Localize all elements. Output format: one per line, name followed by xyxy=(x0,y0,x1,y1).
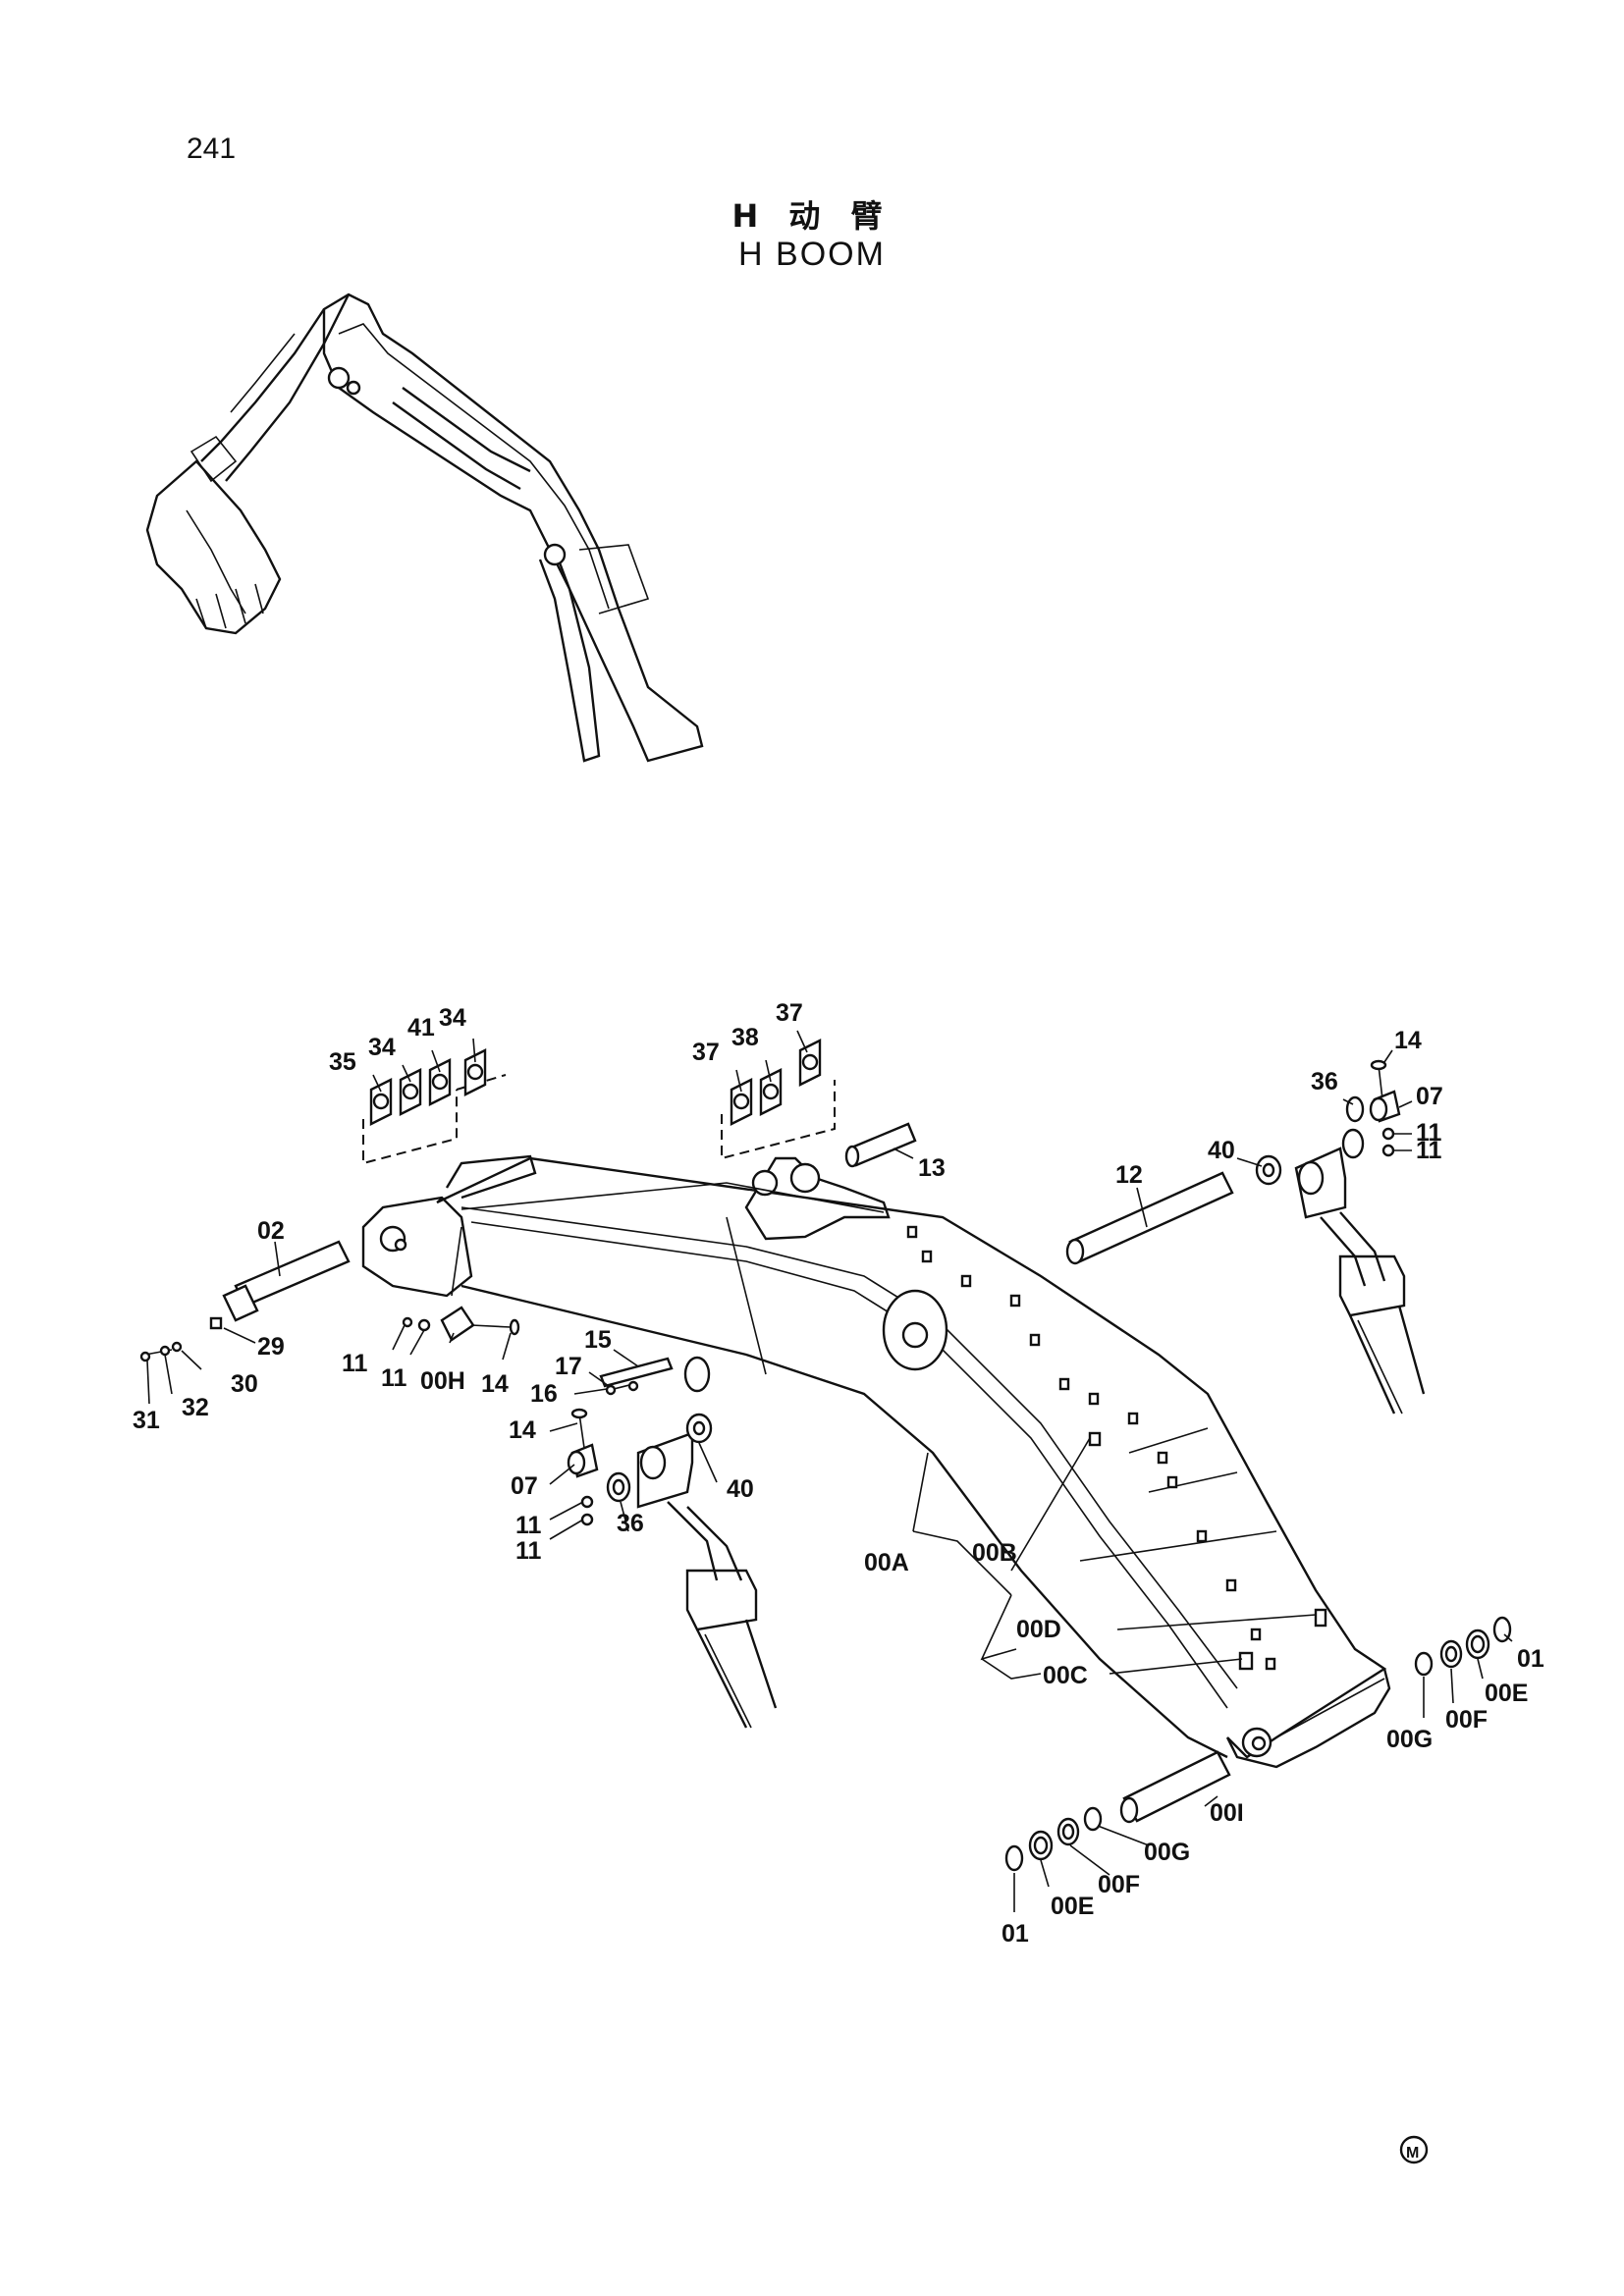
callout-11: 11 xyxy=(342,1350,368,1377)
callout-11: 11 xyxy=(515,1512,542,1539)
boom-slot-details xyxy=(906,1225,1327,1671)
callout-11: 11 xyxy=(1416,1119,1442,1147)
callout-17: 17 xyxy=(555,1353,582,1380)
callout-00G: 00G xyxy=(1144,1839,1190,1866)
callout-11: 11 xyxy=(515,1537,542,1565)
callout-00I: 00I xyxy=(1210,1799,1244,1827)
callout-34: 34 xyxy=(439,1004,466,1032)
callout-00F: 00F xyxy=(1445,1706,1488,1734)
callout-14: 14 xyxy=(481,1370,509,1398)
callout-31: 31 xyxy=(133,1407,160,1434)
callout-01: 01 xyxy=(1517,1645,1544,1673)
callout-32: 32 xyxy=(182,1394,209,1421)
callout-00B: 00B xyxy=(972,1539,1017,1567)
callout-12: 12 xyxy=(1115,1161,1143,1189)
callout-13: 13 xyxy=(918,1154,946,1182)
callout-41: 41 xyxy=(407,1014,435,1041)
callout-00D: 00D xyxy=(1016,1616,1061,1643)
callout-14: 14 xyxy=(1394,1027,1422,1054)
callout-34: 34 xyxy=(368,1034,396,1061)
callout-16: 16 xyxy=(530,1380,558,1408)
callout-00G: 00G xyxy=(1386,1726,1433,1753)
callout-00H: 00H xyxy=(420,1367,465,1395)
callout-07: 07 xyxy=(511,1472,538,1500)
callout-00C: 00C xyxy=(1043,1662,1088,1689)
pins xyxy=(222,1122,1234,1824)
callout-14: 14 xyxy=(509,1416,536,1444)
callout-35: 35 xyxy=(329,1048,356,1076)
callout-02: 02 xyxy=(257,1217,285,1245)
callout-00A: 00A xyxy=(864,1549,909,1576)
callout-15: 15 xyxy=(584,1326,612,1354)
shim-plates xyxy=(369,1039,822,1126)
callout-00E: 00E xyxy=(1051,1893,1094,1920)
small-hardware xyxy=(139,1059,1512,2164)
corner-mark: M xyxy=(1406,2145,1419,2162)
callout-29: 29 xyxy=(257,1333,285,1361)
callout-36: 36 xyxy=(1311,1068,1338,1095)
callout-00F: 00F xyxy=(1098,1871,1140,1898)
callout-38: 38 xyxy=(731,1024,759,1051)
callout-30: 30 xyxy=(231,1370,258,1398)
callout-01: 01 xyxy=(1001,1920,1029,1948)
callout-11: 11 xyxy=(1416,1137,1442,1164)
callout-labels: 35 34 41 34 37 38 37 14 36 07 11 11 40 1… xyxy=(133,999,1544,2162)
callout-40: 40 xyxy=(727,1475,754,1503)
boom-cylinder-right xyxy=(1294,1128,1426,1415)
callout-37: 37 xyxy=(776,999,803,1027)
callout-00E: 00E xyxy=(1485,1680,1528,1707)
boom-cylinder-left xyxy=(636,1356,778,1729)
page-number: 241 xyxy=(187,133,237,165)
callout-11: 11 xyxy=(381,1364,407,1392)
callout-07: 07 xyxy=(1416,1083,1443,1110)
excavator-overview-sketch xyxy=(145,293,704,763)
title-english: H BOOM xyxy=(738,236,886,273)
callout-36: 36 xyxy=(617,1510,644,1537)
callout-40: 40 xyxy=(1208,1137,1235,1164)
leader-lines xyxy=(146,1030,1513,1912)
callout-37: 37 xyxy=(692,1039,720,1066)
title-chinese: H 动 臂 xyxy=(731,197,893,235)
main-boom xyxy=(361,1154,1391,1769)
